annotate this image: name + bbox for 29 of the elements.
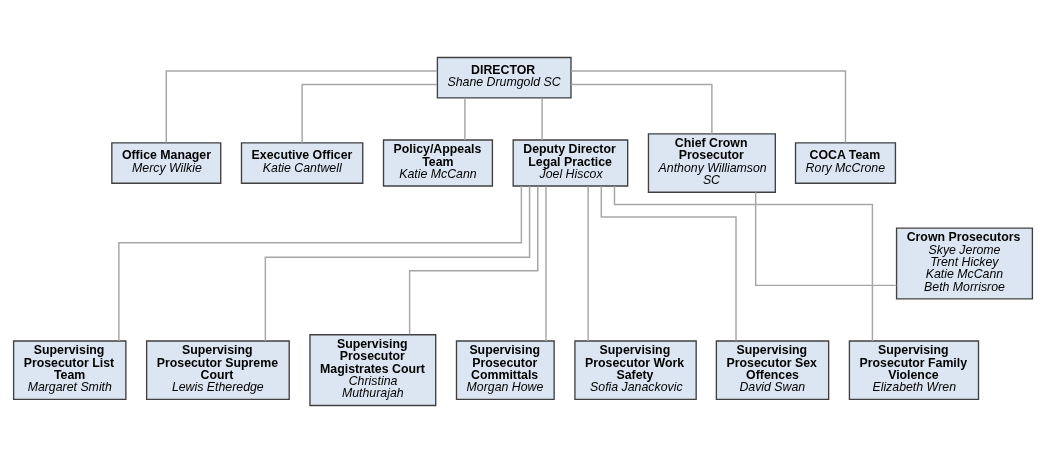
connector — [545, 185, 547, 342]
node-box: Deputy Director Legal Practice Joel Hiscox — [512, 139, 629, 187]
node-box: Supervising Prosecutor Supreme Court Lewis Etheredge — [145, 340, 290, 400]
connector — [464, 97, 466, 141]
node-box: Policy/Appeals Team Katie McCann — [382, 139, 494, 187]
node-box: Supervising Prosecutor Work Safety Sofia Janackovic — [574, 340, 697, 400]
connector — [264, 185, 531, 342]
connector — [165, 70, 438, 144]
connector — [600, 185, 737, 342]
node-box: Chief Crown Prosecutor Anthony Williamson SC — [647, 133, 776, 193]
node-box: Executive Officer Katie Cantwell — [240, 142, 364, 184]
node-box: Crown Prosecutors Skye Jerome Trent Hickey Katie McCann Beth Morrisroe — [895, 227, 1034, 300]
node-box: Office Manager Mercy Wilkie — [111, 142, 222, 184]
node-box: Supervising Prosecutor Magistrates Court Christina Muthurajah — [309, 334, 437, 407]
connector — [301, 83, 438, 144]
node-box: DIRECTOR Shane Drumgold SC — [436, 56, 572, 99]
node-box: COCA Team Rory McCrone — [794, 142, 897, 184]
node-box: Supervising Prosecutor List Team Margaret Smith — [12, 340, 127, 400]
connector — [118, 185, 523, 342]
connector — [570, 70, 847, 144]
node-box: Supervising Prosecutor Committals Morgan Howe — [455, 340, 555, 400]
connector — [541, 97, 543, 141]
connector — [754, 191, 898, 287]
connector — [613, 185, 874, 342]
node-box: Supervising Prosecutor Sex Offences David Swan — [715, 340, 830, 400]
connector — [408, 185, 539, 335]
connector — [587, 185, 589, 342]
connector — [570, 83, 713, 135]
node-box: Supervising Prosecutor Family Violence Elizabeth Wren — [848, 340, 980, 400]
